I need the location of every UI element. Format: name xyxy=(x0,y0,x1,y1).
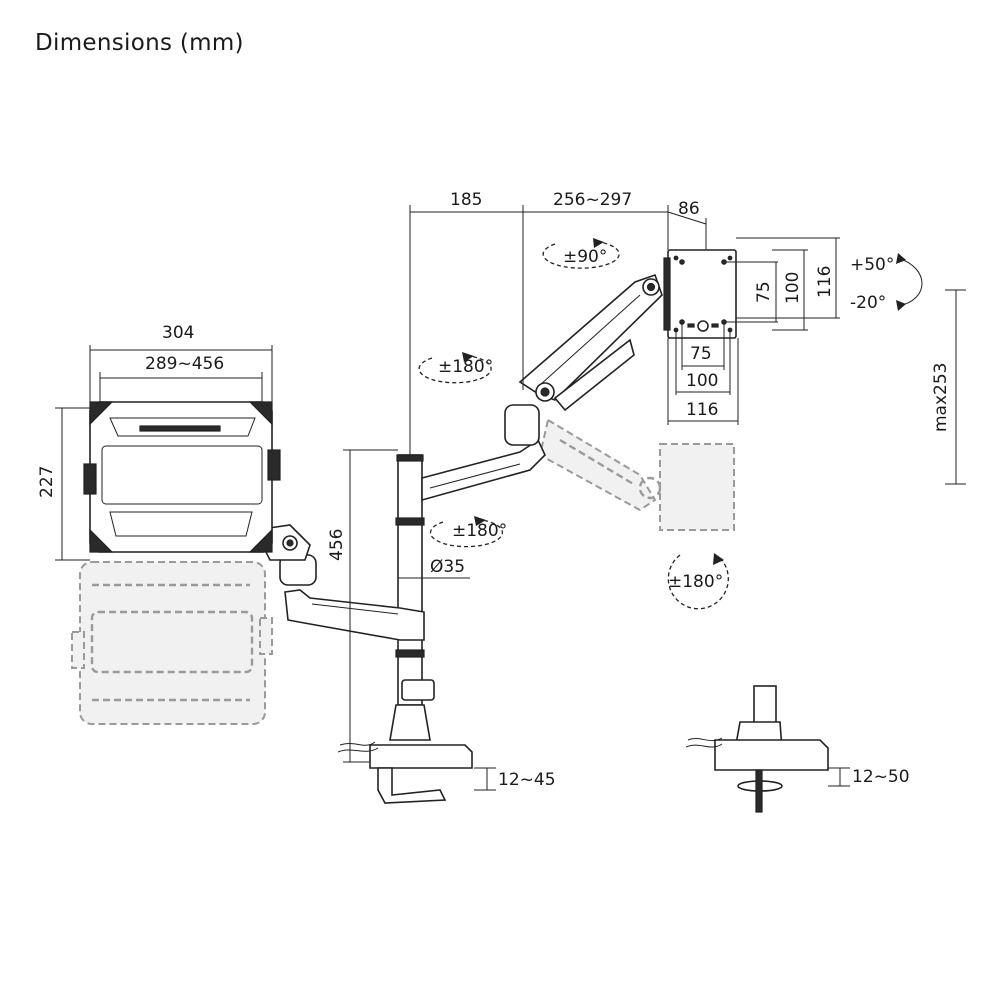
upper-arm xyxy=(421,273,663,502)
label-tilt-plus: +50° xyxy=(850,255,894,275)
label-tray-304: 304 xyxy=(162,323,194,343)
label-tilt-minus: -20° xyxy=(850,293,886,313)
label-pole-456: 456 xyxy=(327,529,347,561)
grommet-mount xyxy=(685,685,829,813)
label-pole-d35: Ø35 xyxy=(430,557,465,577)
label-plate-86: 86 xyxy=(678,199,700,219)
label-tray-289-456: 289~456 xyxy=(145,354,224,374)
label-arm-185: 185 xyxy=(450,190,482,210)
dimension-lines xyxy=(55,205,966,791)
ghost-laptop-tray xyxy=(71,561,273,725)
label-tray-227: 227 xyxy=(37,466,57,498)
label-vesa-v-100: 100 xyxy=(783,272,803,304)
rotation-arrows xyxy=(418,238,923,610)
label-rot-90: ±90° xyxy=(563,247,607,267)
label-vesa-h-75: 75 xyxy=(690,344,712,364)
label-rot-180-lower: ±180° xyxy=(668,572,723,592)
label-rot-180-middle: ±180° xyxy=(452,521,507,541)
label-vesa-v-75: 75 xyxy=(754,281,774,303)
ghost-monitor-arm xyxy=(538,418,735,531)
label-clamp-12-45: 12~45 xyxy=(498,770,556,790)
label-vesa-v-116: 116 xyxy=(815,266,835,298)
label-rot-180-upper: ±180° xyxy=(438,357,493,377)
diagram-title: Dimensions (mm) xyxy=(35,30,244,56)
desk-clamp xyxy=(337,741,473,804)
dimension-labels: 185 256~297 86 ±90° ±180° ±180° ±180° 75… xyxy=(37,190,951,790)
label-vesa-h-100: 100 xyxy=(686,371,718,391)
label-max253: max253 xyxy=(931,363,951,433)
label-arm-256-297: 256~297 xyxy=(553,190,632,210)
label-grommet-12-50: 12~50 xyxy=(852,767,910,787)
laptop-tray xyxy=(83,401,281,553)
label-vesa-h-116: 116 xyxy=(686,400,718,420)
vesa-plate xyxy=(663,249,737,339)
